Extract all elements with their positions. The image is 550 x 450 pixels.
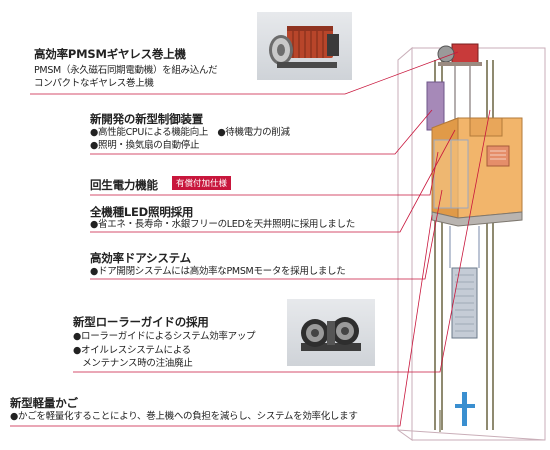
- feature-desc-controller-2: ●照明・換気扇の自動停止: [90, 140, 200, 151]
- feature-desc-roller-guide-3: メンテナンス時の注油廃止: [73, 358, 193, 369]
- hoist-ropes: [454, 65, 471, 125]
- counterweight-diagram: [451, 267, 478, 339]
- feature-desc-traction-machine-2: コンパクトなギヤレス巻上機: [34, 78, 154, 89]
- leader-door: [90, 189, 443, 280]
- feature-desc-roller-guide-1: ●ローラーガイドによるシステム効率アップ: [73, 331, 256, 342]
- leader-led: [90, 129, 456, 233]
- feature-desc-door-1: ●ドア開閉システムには高効率なPMSMモータを採用しました: [90, 266, 346, 277]
- feature-title-led: 全機種LED照明採用: [90, 205, 194, 219]
- leader-car: [10, 214, 433, 427]
- leader-roller-guide: [73, 109, 491, 373]
- traction-machine-diagram: [437, 43, 482, 66]
- pit-buffers-diagram: [455, 392, 475, 426]
- shaft-frame: [397, 46, 546, 441]
- leader-controller: [90, 109, 433, 155]
- feature-desc-car-1: ●かごを軽量化することにより、巻上機への負担を減らし、システムを効率化します: [10, 411, 358, 422]
- feature-title-controller: 新開発の新型制御装置: [90, 112, 203, 126]
- roller-guide-photo: [287, 299, 375, 366]
- optional-spec-badge: 有償付加仕様: [172, 176, 232, 190]
- traction-machine-image: [269, 26, 339, 68]
- traction-machine-photo: [257, 12, 352, 80]
- roller-guide-image: [301, 317, 361, 351]
- feature-title-roller-guide: 新型ローラーガイドの採用: [73, 315, 209, 329]
- feature-desc-controller-1: ●高性能CPUによる機能向上 ●待機電力の削減: [90, 127, 290, 138]
- feature-title-car: 新型軽量かご: [10, 396, 78, 410]
- feature-title-regen: 回生電力機能: [90, 178, 158, 192]
- feature-desc-led-1: ●省エネ・長寿命・水銀フリーのLEDを天井照明に採用しました: [90, 219, 355, 230]
- feature-desc-roller-guide-2: ●オイルレスシステムによる: [73, 345, 191, 356]
- leader-traction-machine: [30, 51, 459, 95]
- feature-title-door: 高効率ドアシステム: [90, 251, 191, 265]
- elevator-car-diagram: [431, 117, 523, 227]
- feature-desc-traction-machine-1: PMSM（永久磁石同期電動機）を組み込んだ: [34, 65, 218, 76]
- feature-title-traction-machine: 高効率PMSMギヤレス巻上機: [34, 47, 186, 61]
